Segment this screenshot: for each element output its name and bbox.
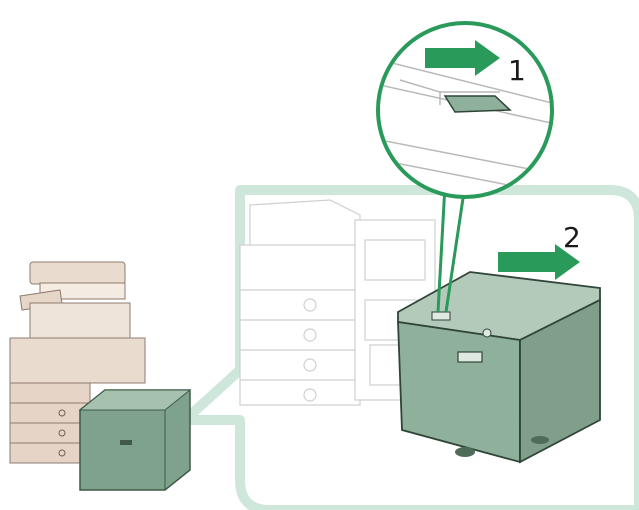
paper-deck-small <box>80 390 190 490</box>
paper-deck-large <box>398 272 600 462</box>
step-2-number: 2 <box>563 221 581 254</box>
step-1-number: 1 <box>508 54 526 87</box>
